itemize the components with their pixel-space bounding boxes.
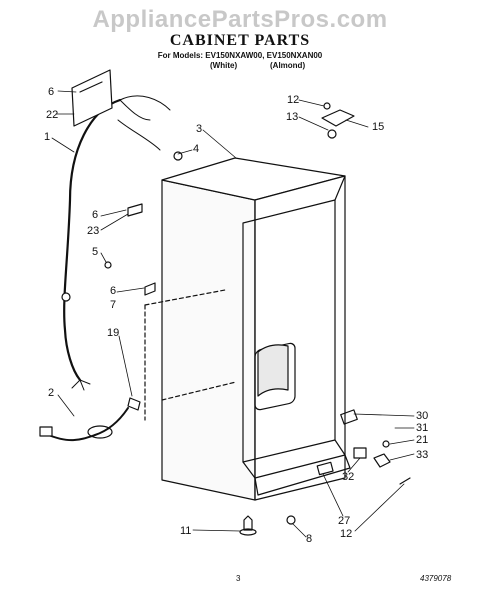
callout-32: 32 [342, 471, 354, 483]
part-30 [340, 409, 358, 425]
wiring-harness [63, 98, 122, 382]
clip-23 [127, 203, 143, 217]
leveling-leg-11 [243, 515, 253, 531]
page-number: 3 [236, 574, 241, 583]
callout-6: 6 [48, 86, 54, 98]
part-33 [373, 453, 391, 468]
callout-1: 1 [44, 131, 50, 143]
bracket-15 [321, 109, 355, 127]
screw-12-top [323, 102, 331, 110]
callout-7: 7 [110, 299, 116, 311]
part-8 [286, 515, 296, 525]
callout-4: 4 [193, 143, 199, 155]
model-numbers: For Models: EV150NXAW00, EV150NXAN00 [157, 51, 323, 60]
callout-12b: 12 [340, 528, 352, 540]
page-title: CABINET PARTS [169, 32, 311, 49]
callout-13: 13 [286, 111, 298, 123]
bracket-22 [71, 69, 113, 127]
part-27 [316, 461, 334, 476]
screw-5 [104, 261, 112, 269]
cabinet-side-face [254, 175, 346, 501]
callout-3: 3 [196, 123, 202, 135]
callout-6b: 6 [92, 209, 98, 221]
clip-7 [144, 282, 156, 296]
part-21 [382, 440, 390, 448]
callout-19: 19 [107, 327, 119, 339]
cabinet-base [254, 454, 351, 496]
callout-23: 23 [87, 225, 99, 237]
part-code: 4379078 [420, 574, 452, 583]
callout-22: 22 [46, 109, 58, 121]
callout-11: 11 [180, 525, 191, 537]
part-32 [353, 447, 367, 459]
grommet-13 [327, 129, 337, 139]
part-19 [127, 397, 141, 411]
variant-almond: (Almond) [270, 61, 306, 70]
callout-5: 5 [92, 246, 98, 258]
variant-white: (White) [210, 61, 238, 70]
callout-33: 33 [416, 449, 428, 461]
callout-8: 8 [306, 533, 312, 545]
grommet-4 [173, 151, 183, 161]
callout-30: 30 [416, 410, 428, 422]
callout-15: 15 [372, 121, 384, 133]
watermark-text: AppliancePartsPros.com [92, 6, 388, 33]
callout-6c: 6 [110, 285, 116, 297]
callout-2: 2 [48, 387, 54, 399]
cabinet-front-face [161, 179, 256, 501]
callout-31: 31 [416, 422, 428, 434]
callout-21: 21 [416, 434, 428, 446]
callout-27: 27 [338, 515, 350, 527]
power-cord [45, 407, 129, 442]
callout-12: 12 [287, 94, 299, 106]
